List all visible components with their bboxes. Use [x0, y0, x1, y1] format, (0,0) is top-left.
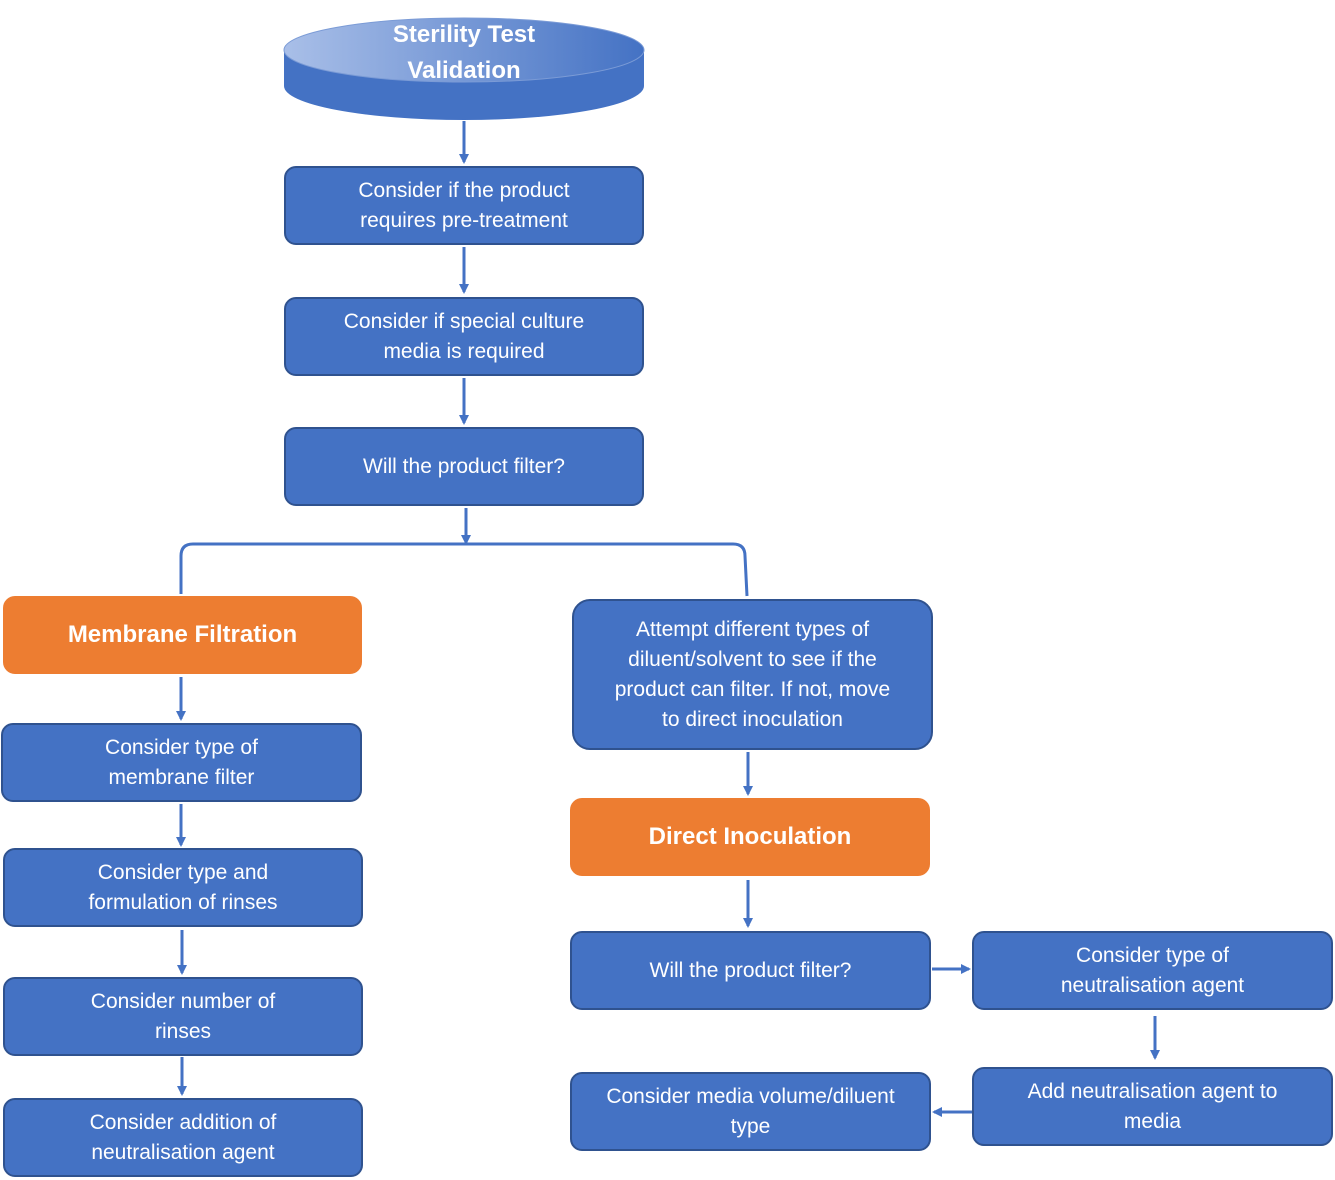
rinse-formulation-step: Consider type and formulation of rinses	[3, 848, 363, 927]
rinse-number-step: Consider number of rinses	[3, 977, 363, 1056]
start-label: Sterility Test Validation	[392, 21, 536, 84]
add-neutralisation-step: Add neutralisation agent to media	[972, 1067, 1333, 1146]
membrane-filtration-heading: Membrane Filtration	[3, 596, 362, 674]
start-cylinder	[283, 17, 645, 120]
filter-question-step: Will the product filter?	[284, 427, 644, 506]
culture-media-step: Consider if special culture media is req…	[284, 297, 644, 376]
attempt-diluent-step: Attempt different types of diluent/solve…	[572, 599, 933, 750]
neutralisation-type-step: Consider type of neutralisation agent	[972, 931, 1333, 1010]
pretreatment-step: Consider if the product requires pre-tre…	[284, 166, 644, 245]
di-filter-question-step: Will the product filter?	[570, 931, 931, 1010]
branch-connector	[179, 542, 749, 597]
direct-inoculation-heading: Direct Inoculation	[570, 798, 930, 876]
media-volume-step: Consider media volume/diluent type	[570, 1072, 931, 1151]
neutralisation-addition-step: Consider addition of neutralisation agen…	[3, 1098, 363, 1177]
membrane-type-step: Consider type of membrane filter	[1, 723, 362, 802]
